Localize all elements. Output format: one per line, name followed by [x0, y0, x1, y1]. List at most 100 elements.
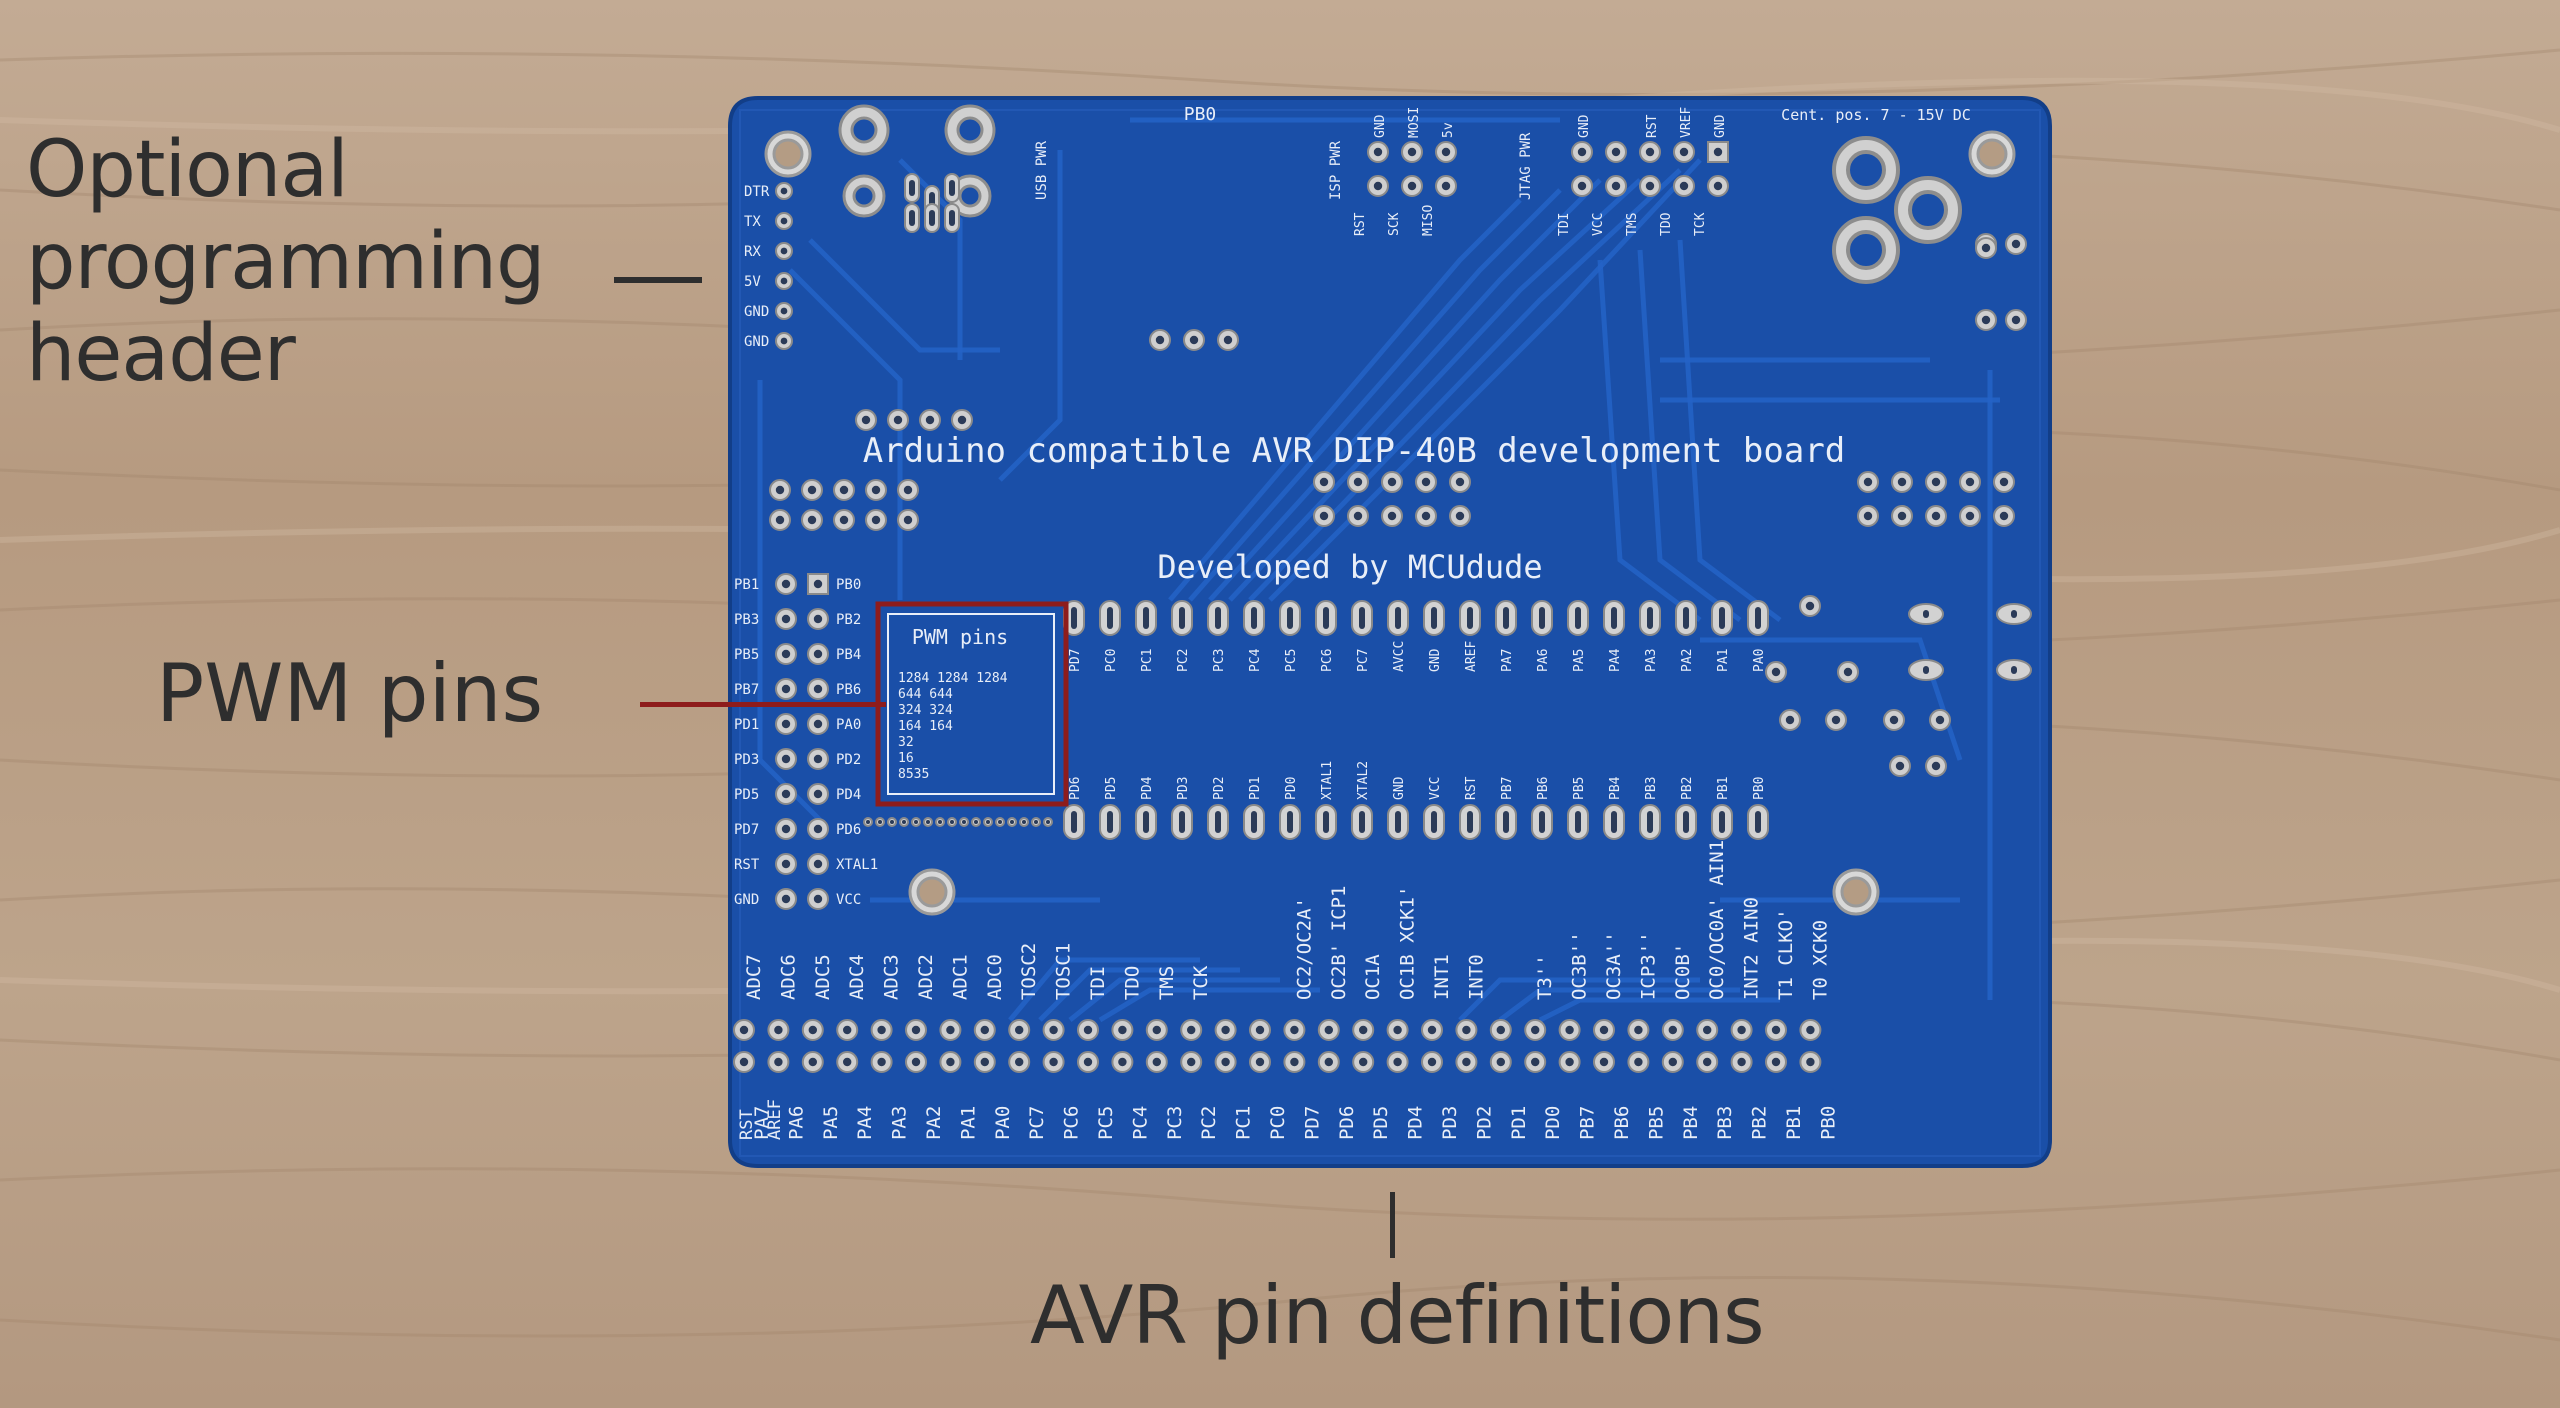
- bottom-pin-label: PC2: [1198, 1106, 1220, 1140]
- pad-hole: [1324, 1057, 1334, 1067]
- pad-hole: [1611, 147, 1621, 157]
- pad-hole: [1679, 181, 1689, 191]
- jtag-pwr-label: JTAG PWR: [1518, 132, 1534, 200]
- dip-top-label: PC6: [1320, 649, 1335, 672]
- pad-hole: [929, 210, 935, 226]
- pad-hole: [1353, 511, 1363, 521]
- pwm-box-row: 164 164: [898, 719, 953, 734]
- left-header-label: PD2: [836, 752, 861, 768]
- pad-hole: [1393, 1025, 1402, 1035]
- pad-hole: [1152, 1025, 1162, 1035]
- pad-hole: [949, 180, 955, 196]
- pad-hole: [1107, 811, 1113, 833]
- left-header-label: PB2: [836, 612, 861, 628]
- pad-hole: [1290, 1025, 1299, 1035]
- pad-hole: [1611, 811, 1617, 833]
- pad-hole: [1046, 820, 1050, 824]
- function-label: OC1A: [1362, 954, 1384, 1000]
- dip-top-label: PC0: [1104, 649, 1119, 672]
- pad-hole: [1359, 811, 1365, 833]
- bottom-pin-label: PA6: [785, 1106, 807, 1140]
- left-header-label: PD7: [734, 822, 759, 838]
- pwm-box-row: 8535: [898, 767, 929, 782]
- pad-hole: [1577, 147, 1587, 157]
- pad-hole: [1647, 811, 1653, 833]
- dip-top-label: PA1: [1716, 649, 1731, 672]
- pad-hole: [1179, 811, 1185, 833]
- bottom-pin-label: PD3: [1439, 1106, 1461, 1140]
- pad-hole: [1071, 811, 1077, 833]
- pad-hole: [950, 820, 954, 824]
- bottom-pin-label: PB6: [1611, 1106, 1633, 1140]
- pad-hole: [1107, 607, 1113, 629]
- pad-hole: [1981, 243, 1991, 253]
- pad-hole: [1895, 761, 1905, 771]
- function-label: ADC0: [984, 954, 1006, 1000]
- annotation-programming-header: Optional programming header: [26, 124, 546, 400]
- pad-hole: [2011, 315, 2021, 325]
- pad-hole: [902, 820, 906, 824]
- pad-hole: [1806, 1025, 1815, 1035]
- bottom-pin-label: PC3: [1164, 1106, 1186, 1140]
- pad-hole: [1931, 761, 1941, 771]
- pad-hole: [843, 1057, 852, 1067]
- dip-bottom-label: PD4: [1140, 776, 1155, 800]
- pad-hole: [739, 1025, 749, 1035]
- function-label: T0 XCK0: [1809, 920, 1831, 1000]
- dip-top-label: PA0: [1752, 649, 1767, 672]
- dip-bottom-label: PD5: [1104, 777, 1119, 800]
- pad-hole: [781, 894, 791, 904]
- pad-hole: [1467, 811, 1473, 833]
- pad-hole: [974, 820, 978, 824]
- pwm-box-row: 16: [898, 751, 914, 766]
- pad-hole: [1785, 715, 1795, 725]
- annotation-line: header: [26, 309, 296, 399]
- pad-hole: [808, 1025, 817, 1035]
- serial-header-label: 5V: [744, 274, 761, 290]
- bottom-pin-label: PC1: [1233, 1106, 1255, 1140]
- pad-hole: [1843, 667, 1853, 677]
- dip-top-label: PA7: [1500, 649, 1515, 672]
- pad-hole: [1143, 811, 1149, 833]
- pad-hole: [1668, 1025, 1678, 1035]
- annotation-line: Optional: [26, 125, 349, 215]
- pad-hole: [909, 180, 915, 196]
- pad-hole: [909, 210, 915, 226]
- function-label: ICP3'': [1637, 931, 1659, 1000]
- pad-hole: [813, 859, 823, 869]
- pad-hole: [1539, 811, 1545, 833]
- pad-hole: [781, 789, 791, 799]
- serial-header-label: DTR: [744, 184, 770, 200]
- pad-hole: [1999, 511, 2009, 521]
- pad-hole: [903, 515, 913, 525]
- pad-hole: [781, 719, 791, 729]
- pad-hole: [998, 820, 1002, 824]
- pad-hole: [980, 1025, 989, 1035]
- pad-hole: [1387, 511, 1397, 521]
- bottom-pin-label: PC5: [1095, 1106, 1117, 1140]
- jtag-label: GND: [1577, 114, 1592, 138]
- pad-hole: [926, 820, 930, 824]
- silkscreen-labels: Arduino compatible AVR DIP-40B developme…: [734, 104, 1971, 1140]
- dip-top-label: AREF: [1464, 641, 1479, 672]
- pad-hole: [1221, 1025, 1230, 1035]
- pad-hole: [1015, 1025, 1024, 1035]
- top-pin-label: PB0: [1184, 104, 1217, 125]
- dip-top-label: PC5: [1284, 649, 1299, 672]
- function-label: TMS: [1156, 966, 1178, 1000]
- pad-hole: [938, 820, 942, 824]
- pad-hole: [1531, 1057, 1540, 1067]
- isp-label: MISO: [1421, 205, 1436, 236]
- pad-hole: [890, 820, 894, 824]
- leader-line-programming: [614, 277, 702, 283]
- pad-hole: [813, 579, 823, 589]
- function-label: T3'': [1534, 954, 1556, 1000]
- bottom-pin-label: PD0: [1542, 1106, 1564, 1140]
- bottom-pin-label: PB2: [1749, 1106, 1771, 1140]
- pad-hole: [1427, 1057, 1437, 1067]
- dip-bottom-label: PD6: [1068, 777, 1083, 800]
- pad-hole: [1441, 181, 1451, 191]
- function-label: INT1: [1431, 954, 1453, 1000]
- left-header-label: PD3: [734, 752, 759, 768]
